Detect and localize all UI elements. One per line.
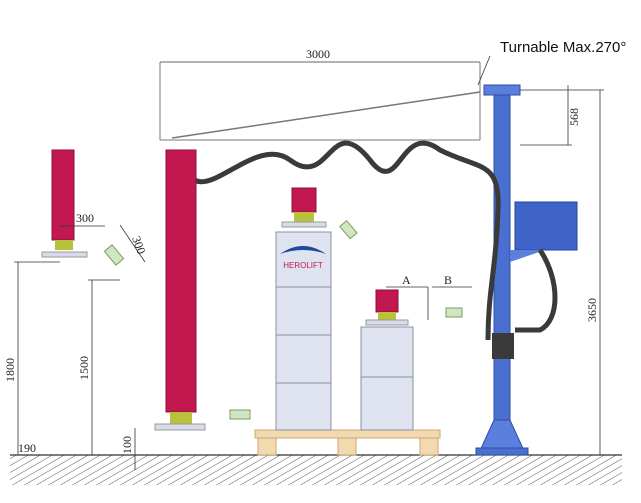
lift-tube-small [365,289,409,326]
dim-1800: 1800 [3,358,17,382]
box-stack-short [360,326,414,431]
dimension-lines [14,85,604,470]
dim-300-horizontal: 300 [76,211,94,225]
vacuum-hose-2 [515,248,558,333]
dim-568: 568 [567,108,581,126]
lift-tube-mid [281,187,327,228]
dim-b: B [444,273,452,287]
dim-190: 190 [18,441,36,455]
pallet [254,429,441,456]
logo-swoosh [280,246,326,254]
logo-text: HEROLIFT [283,261,323,270]
control-box [510,201,578,262]
dim-3650: 3650 [585,298,599,322]
boom-arm [159,62,481,141]
dim-300-diagonal: 300 [129,234,148,256]
vacuum-pump [492,333,514,359]
column [475,84,529,456]
tilted-grippers [103,219,463,420]
dim-1500: 1500 [77,356,91,380]
lift-tube-large [154,149,206,431]
ground-hatch [10,455,622,485]
vacuum-hose [180,140,501,341]
box-stack-tall: HEROLIFT [275,231,332,431]
dim-3000: 3000 [306,47,330,61]
turntable-label: Turnable Max.270° [500,39,626,56]
dim-100: 100 [120,436,134,454]
lift-tube-left [41,149,88,258]
turntable-leader [477,55,491,86]
dim-a: A [402,273,411,287]
